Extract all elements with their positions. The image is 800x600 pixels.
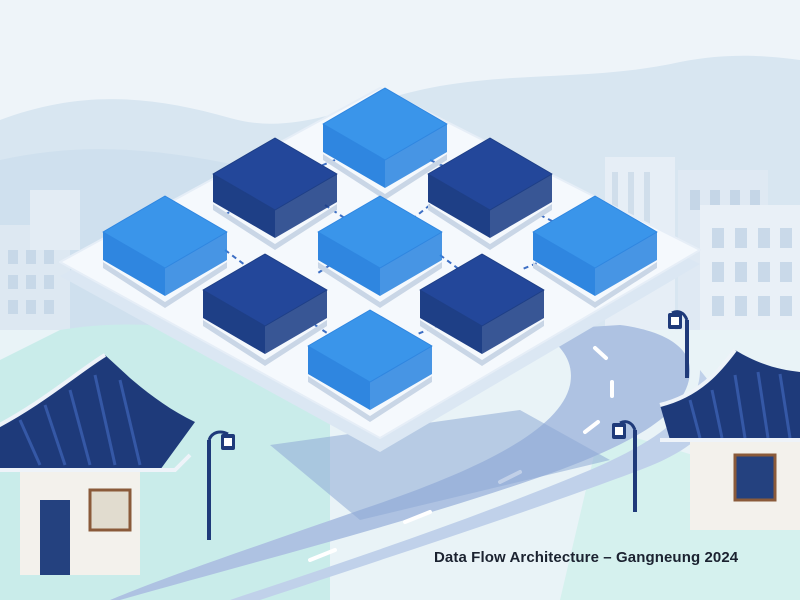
data-block-dark xyxy=(427,137,553,250)
hanok-roof-icon xyxy=(0,353,195,575)
data-block-light xyxy=(317,195,443,308)
data-block-dark xyxy=(419,253,545,366)
building-icon xyxy=(0,190,80,355)
data-block-light xyxy=(532,195,658,308)
street-lamp-icon xyxy=(668,310,689,378)
data-blocks xyxy=(102,87,658,422)
data-block-light xyxy=(307,309,433,422)
street-lamp-icon xyxy=(207,430,235,540)
caption-text: Data Flow Architecture – Gangneung 2024 xyxy=(434,549,739,566)
hanok-roof-icon xyxy=(659,348,800,530)
data-block-dark xyxy=(212,137,338,250)
data-block-dark xyxy=(202,253,328,366)
street-lamp-icon xyxy=(612,420,637,512)
data-block-light xyxy=(322,87,448,200)
data-block-light xyxy=(102,195,228,308)
